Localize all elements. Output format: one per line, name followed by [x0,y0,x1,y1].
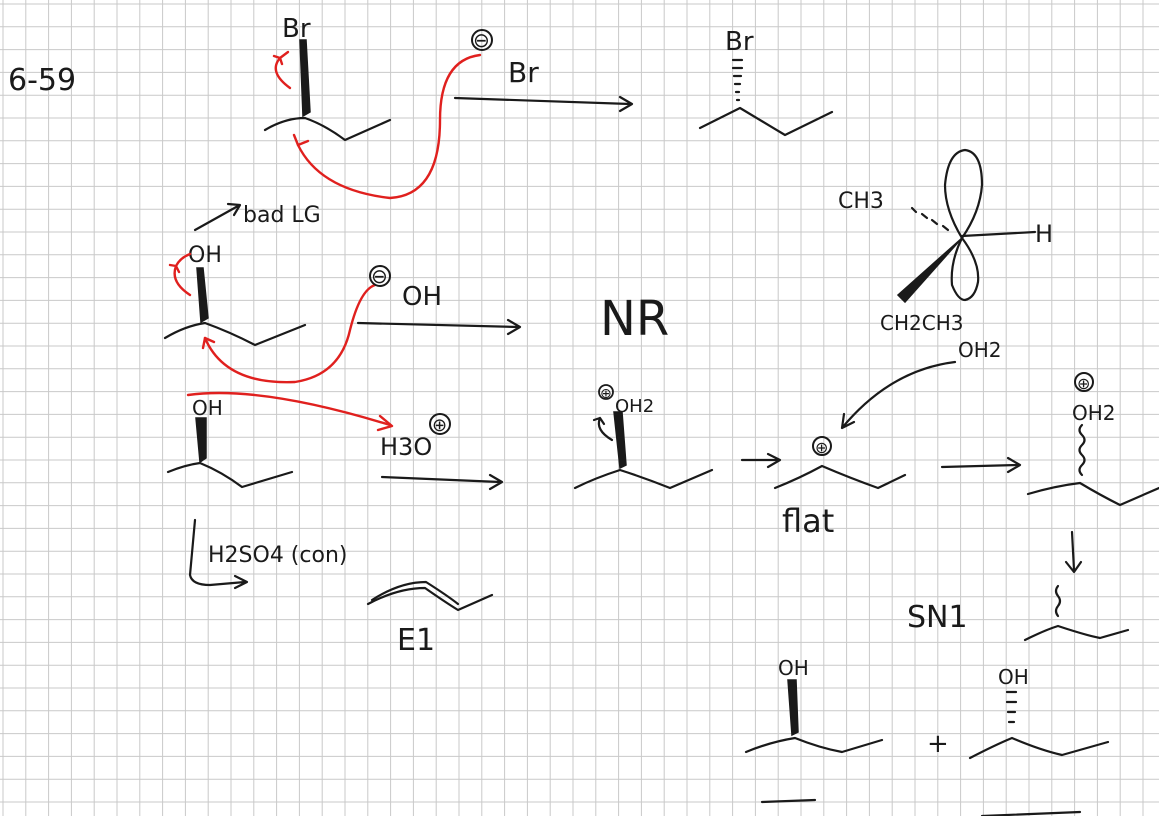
alkene-product [366,580,494,612]
reaction1-charge-circle [471,29,493,51]
p-orbital-top-lobe [943,148,984,240]
no-reaction-label: NR [600,291,669,347]
reaction1-product-group: Br [725,27,754,57]
elimination-reagent: H2SO4 (con) [208,543,347,568]
elimination-branch-arrow [188,518,249,590]
problem-label: 6-59 [8,63,76,98]
reaction3-protonation-arrowhead [376,414,394,432]
product2-underline [980,810,1082,816]
reaction3-intermediate-charge: ⊕ [600,386,612,402]
product2: OH [968,665,1110,816]
reaction3-protonated-product: ⊕ OH2 [1026,372,1159,507]
orbital-ethyl: CH2CH3 [880,311,963,335]
elimination-mechanism: E1 [397,623,435,658]
product2-group: OH [998,665,1029,689]
reaction3-attacking-water: OH2 [958,338,1002,362]
reaction3-intermediate-group: OH2 [615,396,654,417]
methyl-hash-bond [910,206,950,232]
wavy-bond [1078,423,1086,477]
reaction1-substrate: Br [263,14,392,142]
p-orbital-bottom-lobe [950,236,980,302]
reaction3-reagent-charge: ⊕ [432,415,447,436]
reaction2-substrate-group: OH [188,243,222,268]
reaction1-substrate-group: Br [282,14,311,44]
reaction2-arrow [356,318,522,336]
orbital-methyl: CH3 [838,189,884,214]
reaction3-arrow-2 [740,452,782,469]
reaction3-substrate-group: OH [192,396,223,420]
reaction3-intermediate: ⊕ OH2 [573,384,714,490]
carbocation-flat-note: flat [782,502,834,540]
reaction3-arrow-3 [940,456,1022,474]
protonated-product-group: OH2 [1072,401,1116,425]
reaction3-arrow-1 [380,473,504,491]
bad-lg-pointer [193,202,242,232]
product1-underline [760,798,817,804]
carbocation-orbital-sketch: H CH3 CH2CH3 [838,148,1053,335]
hydrogen-bond-line [960,230,1037,238]
plus-sign: + [927,729,949,759]
reaction3-reagent: H3O [380,433,432,461]
reaction1-product: Br [698,27,834,137]
reaction3-substrate: OH [166,396,294,489]
reaction1-attack-arrow [296,53,482,200]
reaction3-reagent-charge-circle [429,413,451,435]
reaction2-attack-arrowhead [201,336,216,350]
product1: OH [744,656,884,804]
reaction1-attack-arrowhead [292,133,310,147]
protonated-product-charge: ⊕ [1077,374,1090,393]
reaction2-charge-circle [369,265,391,287]
bad-lg-annotation: bad LG [243,203,321,228]
reaction2-substrate: OH [163,243,307,347]
reaction1-leaving-arrow [272,50,292,90]
reaction3-carbocation: ⊕ flat [773,436,907,540]
reaction1-nucleophile: Br [508,56,539,89]
reaction2-attack-arrow [203,283,377,384]
reaction3-leaving-arrow [592,416,614,442]
orbital-hydrogen: H [1035,220,1053,248]
deprotonation-arrow [1064,530,1083,574]
reaction2-leaving-arrow [168,252,192,297]
reaction2-nucleophile: OH [402,282,442,312]
reaction1-arrow [453,95,634,113]
reaction3-carbocation-charge: ⊕ [815,438,828,457]
mechanism-sn1-label: SN1 [907,600,968,635]
reaction3-protonation-arrow [186,391,392,427]
deprotonation-intermediate [1023,584,1130,642]
reaction2-nucleophile-charge: ⊖ [371,264,388,288]
ethyl-wedge-bond [896,237,963,304]
water-attack-arrow [840,360,957,430]
reaction1-nucleophile-charge: ⊖ [473,28,490,52]
product1-group: OH [778,656,809,680]
